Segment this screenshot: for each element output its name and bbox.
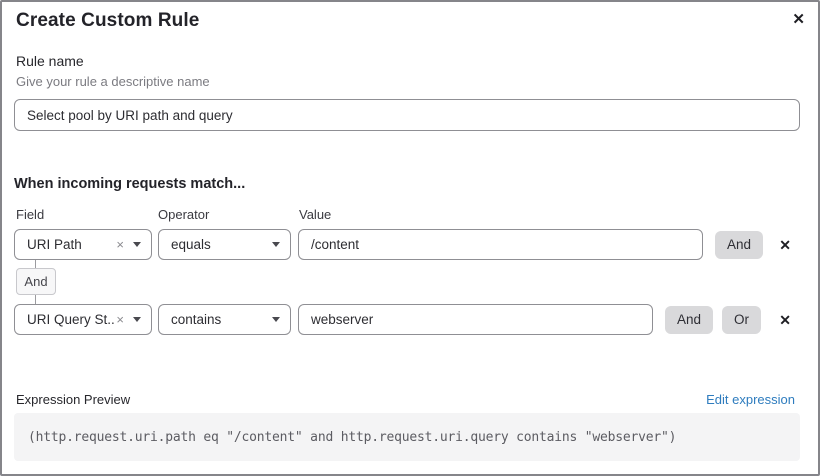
- connector-line-bottom: [35, 295, 36, 304]
- column-label-field: Field: [16, 207, 45, 222]
- chevron-down-icon: [272, 317, 280, 322]
- and-connector-chip: And: [16, 268, 56, 295]
- close-icon[interactable]: ✕: [788, 8, 809, 32]
- clear-selection-icon[interactable]: ×: [116, 312, 124, 327]
- dialog-title: Create Custom Rule: [16, 10, 200, 31]
- value-input[interactable]: [298, 304, 653, 335]
- chevron-down-icon: [133, 242, 141, 247]
- chevron-down-icon: [272, 242, 280, 247]
- condition-row-2: URI Query St... × contains And Or ✕: [14, 304, 794, 335]
- expression-code-block: (http.request.uri.path eq "/content" and…: [14, 413, 800, 461]
- match-heading: When incoming requests match...: [14, 176, 246, 192]
- connector-line-top: [35, 260, 36, 268]
- field-select[interactable]: URI Query St... ×: [14, 304, 152, 335]
- clear-selection-icon[interactable]: ×: [116, 237, 124, 252]
- field-select-value: URI Query St...: [27, 312, 115, 327]
- add-and-condition-button[interactable]: And: [665, 305, 714, 334]
- column-label-value: Value: [299, 207, 332, 222]
- field-select-value: URI Path: [27, 237, 82, 252]
- add-and-condition-button[interactable]: And: [715, 230, 764, 259]
- operator-select[interactable]: contains: [158, 304, 291, 335]
- operator-select[interactable]: equals: [158, 229, 291, 260]
- operator-select-value: contains: [171, 312, 222, 327]
- and-connector-label: And: [24, 274, 48, 289]
- field-select[interactable]: URI Path ×: [14, 229, 152, 260]
- remove-condition-icon[interactable]: ✕: [776, 236, 794, 254]
- value-input[interactable]: [298, 229, 703, 260]
- edit-expression-link[interactable]: Edit expression: [706, 392, 795, 407]
- operator-select-value: equals: [171, 237, 211, 252]
- rule-name-hint: Give your rule a descriptive name: [16, 74, 210, 89]
- expression-preview-label: Expression Preview: [16, 392, 131, 407]
- add-or-condition-button[interactable]: Or: [722, 305, 762, 334]
- chevron-down-icon: [133, 317, 141, 322]
- remove-condition-icon[interactable]: ✕: [776, 311, 794, 329]
- column-label-operator: Operator: [158, 207, 210, 222]
- condition-row-1: URI Path × equals And ✕: [14, 229, 794, 260]
- expression-code: (http.request.uri.path eq "/content" and…: [28, 429, 677, 445]
- rule-name-label: Rule name: [16, 53, 84, 69]
- rule-name-input[interactable]: [14, 99, 800, 131]
